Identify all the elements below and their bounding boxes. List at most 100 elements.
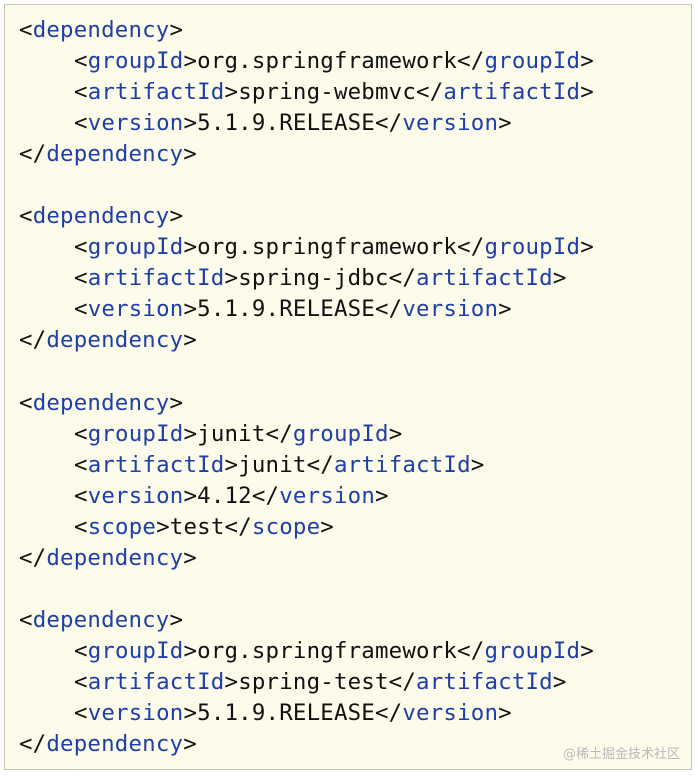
tag-bracket: <	[19, 389, 33, 416]
code-lines: <dependency><groupId>org.springframework…	[19, 15, 594, 760]
code-line: <artifactId>spring-jdbc</artifactId>	[19, 263, 594, 294]
xml-element-value: spring-webmvc	[238, 79, 417, 106]
tag-bracket: >	[183, 141, 197, 168]
tag-bracket: <	[74, 637, 88, 664]
xml-tag-name: scope	[87, 513, 157, 540]
tag-bracket: >	[552, 668, 567, 695]
tag-bracket: >	[498, 110, 512, 137]
xml-element-value: 5.1.9.RELEASE	[197, 296, 375, 323]
code-line: <dependency>	[19, 15, 594, 46]
tag-bracket: </	[19, 141, 47, 168]
xml-tag-name: groupId	[292, 420, 389, 447]
tag-bracket: <	[74, 668, 88, 695]
tag-bracket: >	[388, 420, 403, 447]
xml-tag-name: artifactId	[333, 451, 471, 478]
tag-bracket: >	[169, 389, 184, 416]
xml-element-value: 4.12	[197, 482, 252, 509]
xml-tag-name: version	[402, 296, 499, 323]
tag-bracket: >	[470, 451, 485, 478]
xml-tag-name: version	[87, 700, 184, 727]
code-line: <scope>test</scope>	[19, 512, 594, 543]
code-line: <version>5.1.9.RELEASE</version>	[19, 698, 594, 729]
code-line: <dependency>	[19, 201, 594, 232]
code-line: <version>4.12</version>	[19, 481, 594, 512]
xml-tag-name: groupId	[87, 48, 184, 75]
xml-tag-name: groupId	[484, 637, 581, 664]
tag-bracket: >	[169, 17, 184, 43]
xml-tag-name: dependency	[32, 203, 170, 230]
code-line: <groupId>org.springframework</groupId>	[19, 232, 594, 263]
tag-bracket: >	[580, 637, 594, 664]
xml-tag-name: version	[279, 482, 376, 509]
tag-bracket: >	[375, 482, 389, 509]
tag-bracket: <	[74, 234, 88, 261]
tag-bracket: <	[74, 420, 88, 447]
tag-bracket: >	[183, 110, 198, 137]
tag-bracket: >	[183, 234, 198, 261]
tag-bracket: <	[19, 17, 33, 43]
tag-bracket: >	[224, 79, 239, 106]
tag-bracket: >	[552, 265, 567, 292]
code-line: <groupId>junit</groupId>	[19, 419, 594, 450]
xml-tag-name: groupId	[87, 234, 184, 261]
code-line: <version>5.1.9.RELEASE</version>	[19, 294, 594, 325]
tag-bracket: <	[74, 48, 88, 75]
tag-bracket: >	[183, 296, 198, 323]
xml-tag-name: artifactId	[443, 79, 581, 106]
xml-tag-name: dependency	[46, 327, 184, 354]
xml-element-value: org.springframework	[197, 48, 458, 75]
xml-element-value: org.springframework	[197, 637, 458, 664]
tag-bracket: </	[375, 110, 403, 137]
tag-bracket: </	[416, 79, 444, 106]
xml-tag-name: artifactId	[416, 265, 553, 292]
code-line-blank	[19, 357, 594, 388]
xml-tag-name: dependency	[46, 731, 184, 758]
code-line: </dependency>	[19, 325, 594, 356]
tag-bracket: >	[580, 234, 594, 261]
xml-tag-name: scope	[251, 513, 321, 540]
tag-bracket: >	[498, 296, 512, 323]
code-line: <version>5.1.9.RELEASE</version>	[19, 108, 594, 139]
tag-bracket: >	[224, 265, 239, 292]
xml-tag-name: artifactId	[87, 668, 225, 695]
tag-bracket: >	[183, 637, 198, 664]
xml-tag-name: version	[87, 296, 184, 323]
tag-bracket: >	[224, 451, 239, 478]
xml-tag-name: groupId	[87, 637, 184, 664]
tag-bracket: >	[320, 513, 334, 540]
code-line: <dependency>	[19, 388, 594, 419]
tag-bracket: </	[457, 234, 485, 261]
tag-bracket: </	[457, 48, 485, 75]
tag-bracket: >	[183, 48, 198, 75]
code-line: <artifactId>junit</artifactId>	[19, 450, 594, 481]
xml-tag-name: groupId	[484, 234, 581, 261]
tag-bracket: </	[388, 668, 417, 695]
xml-tag-name: dependency	[32, 17, 170, 43]
code-line: <artifactId>spring-webmvc</artifactId>	[19, 77, 594, 108]
tag-bracket: >	[580, 48, 594, 75]
xml-tag-name: artifactId	[87, 451, 225, 478]
xml-element-value: junit	[197, 420, 266, 447]
tag-bracket: </	[375, 700, 403, 727]
code-panel: <dependency><groupId>org.springframework…	[4, 4, 692, 770]
tag-bracket: >	[183, 327, 197, 354]
xml-element-value: junit	[238, 451, 307, 478]
xml-tag-name: artifactId	[87, 265, 225, 292]
code-line: </dependency>	[19, 139, 594, 170]
tag-bracket: <	[74, 110, 88, 137]
xml-tag-name: groupId	[87, 420, 184, 447]
code-line-blank	[19, 170, 594, 201]
tag-bracket: </	[265, 420, 293, 447]
tag-bracket: </	[19, 544, 47, 571]
xml-tag-name: version	[402, 700, 499, 727]
code-line: <groupId>org.springframework</groupId>	[19, 636, 594, 667]
xml-tag-name: dependency	[32, 606, 170, 633]
tag-bracket: <	[74, 265, 88, 292]
tag-bracket: <	[74, 296, 88, 323]
tag-bracket: >	[183, 420, 198, 447]
xml-tag-name: version	[87, 110, 184, 137]
tag-bracket: >	[169, 203, 184, 230]
code-line: <dependency>	[19, 605, 594, 636]
tag-bracket: <	[74, 513, 88, 540]
xml-element-value: 5.1.9.RELEASE	[197, 110, 375, 137]
